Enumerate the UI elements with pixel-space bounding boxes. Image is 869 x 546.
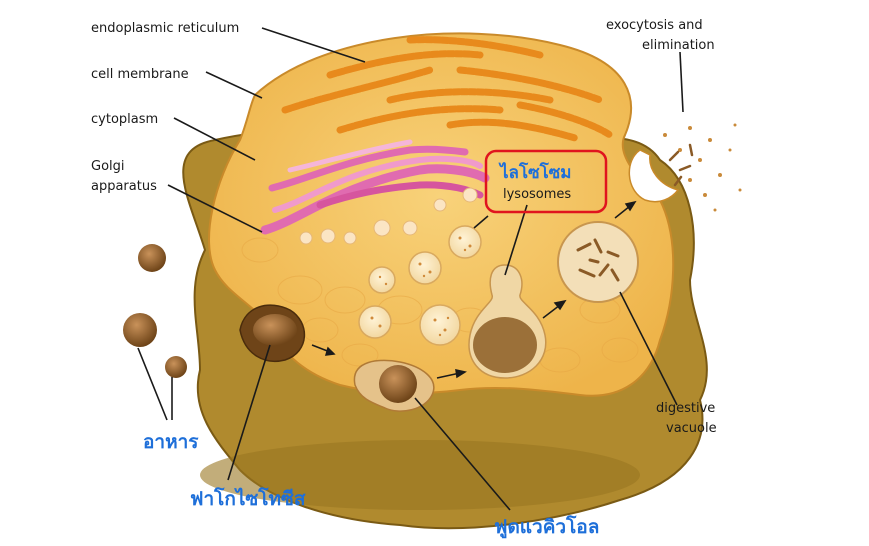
label-golgi-line2: apparatus xyxy=(91,179,157,194)
ingested-food xyxy=(253,314,297,346)
label-digestive-line2: vacuole xyxy=(666,421,717,436)
label-exocytosis-line2: elimination xyxy=(642,38,715,53)
label-food-vacuole-thai: ฟูดแวคิวโอล xyxy=(494,515,599,539)
leader-lines xyxy=(137,27,684,511)
label-exocytosis-line1: exocytosis and xyxy=(606,18,703,33)
label-digestive-line1: digestive xyxy=(656,401,715,416)
label-food-thai: อาหาร xyxy=(143,431,199,453)
fusing-content xyxy=(473,317,537,373)
digestive-debris xyxy=(576,238,620,282)
exocytosis-particles xyxy=(663,123,742,212)
golgi-apparatus xyxy=(260,139,490,235)
outer-shading xyxy=(200,440,640,510)
food-particles xyxy=(123,244,187,378)
label-lysosome-thai: ไลโซโซม xyxy=(498,162,572,183)
process-arrows xyxy=(311,200,637,379)
label-endoplasmic-reticulum: endoplasmic reticulum xyxy=(91,21,239,36)
label-lysosome-en: lysosomes xyxy=(503,187,571,202)
golgi-vesicles xyxy=(299,187,478,245)
label-cell-membrane: cell membrane xyxy=(91,67,189,82)
lysosome-dots xyxy=(370,236,472,337)
lysosomes xyxy=(358,225,482,346)
label-golgi-line1: Golgi xyxy=(91,159,125,174)
label-phagocytosis-thai: ฟาโกไซโทซีส xyxy=(190,487,306,510)
exocytosis-notch xyxy=(628,149,680,203)
food-vacuole-particle xyxy=(379,365,417,403)
lysosome-highlight-box xyxy=(484,149,608,214)
exocytosis-debris xyxy=(668,143,694,187)
label-cytoplasm: cytoplasm xyxy=(91,112,158,127)
endoplasmic-reticulum xyxy=(281,36,614,142)
